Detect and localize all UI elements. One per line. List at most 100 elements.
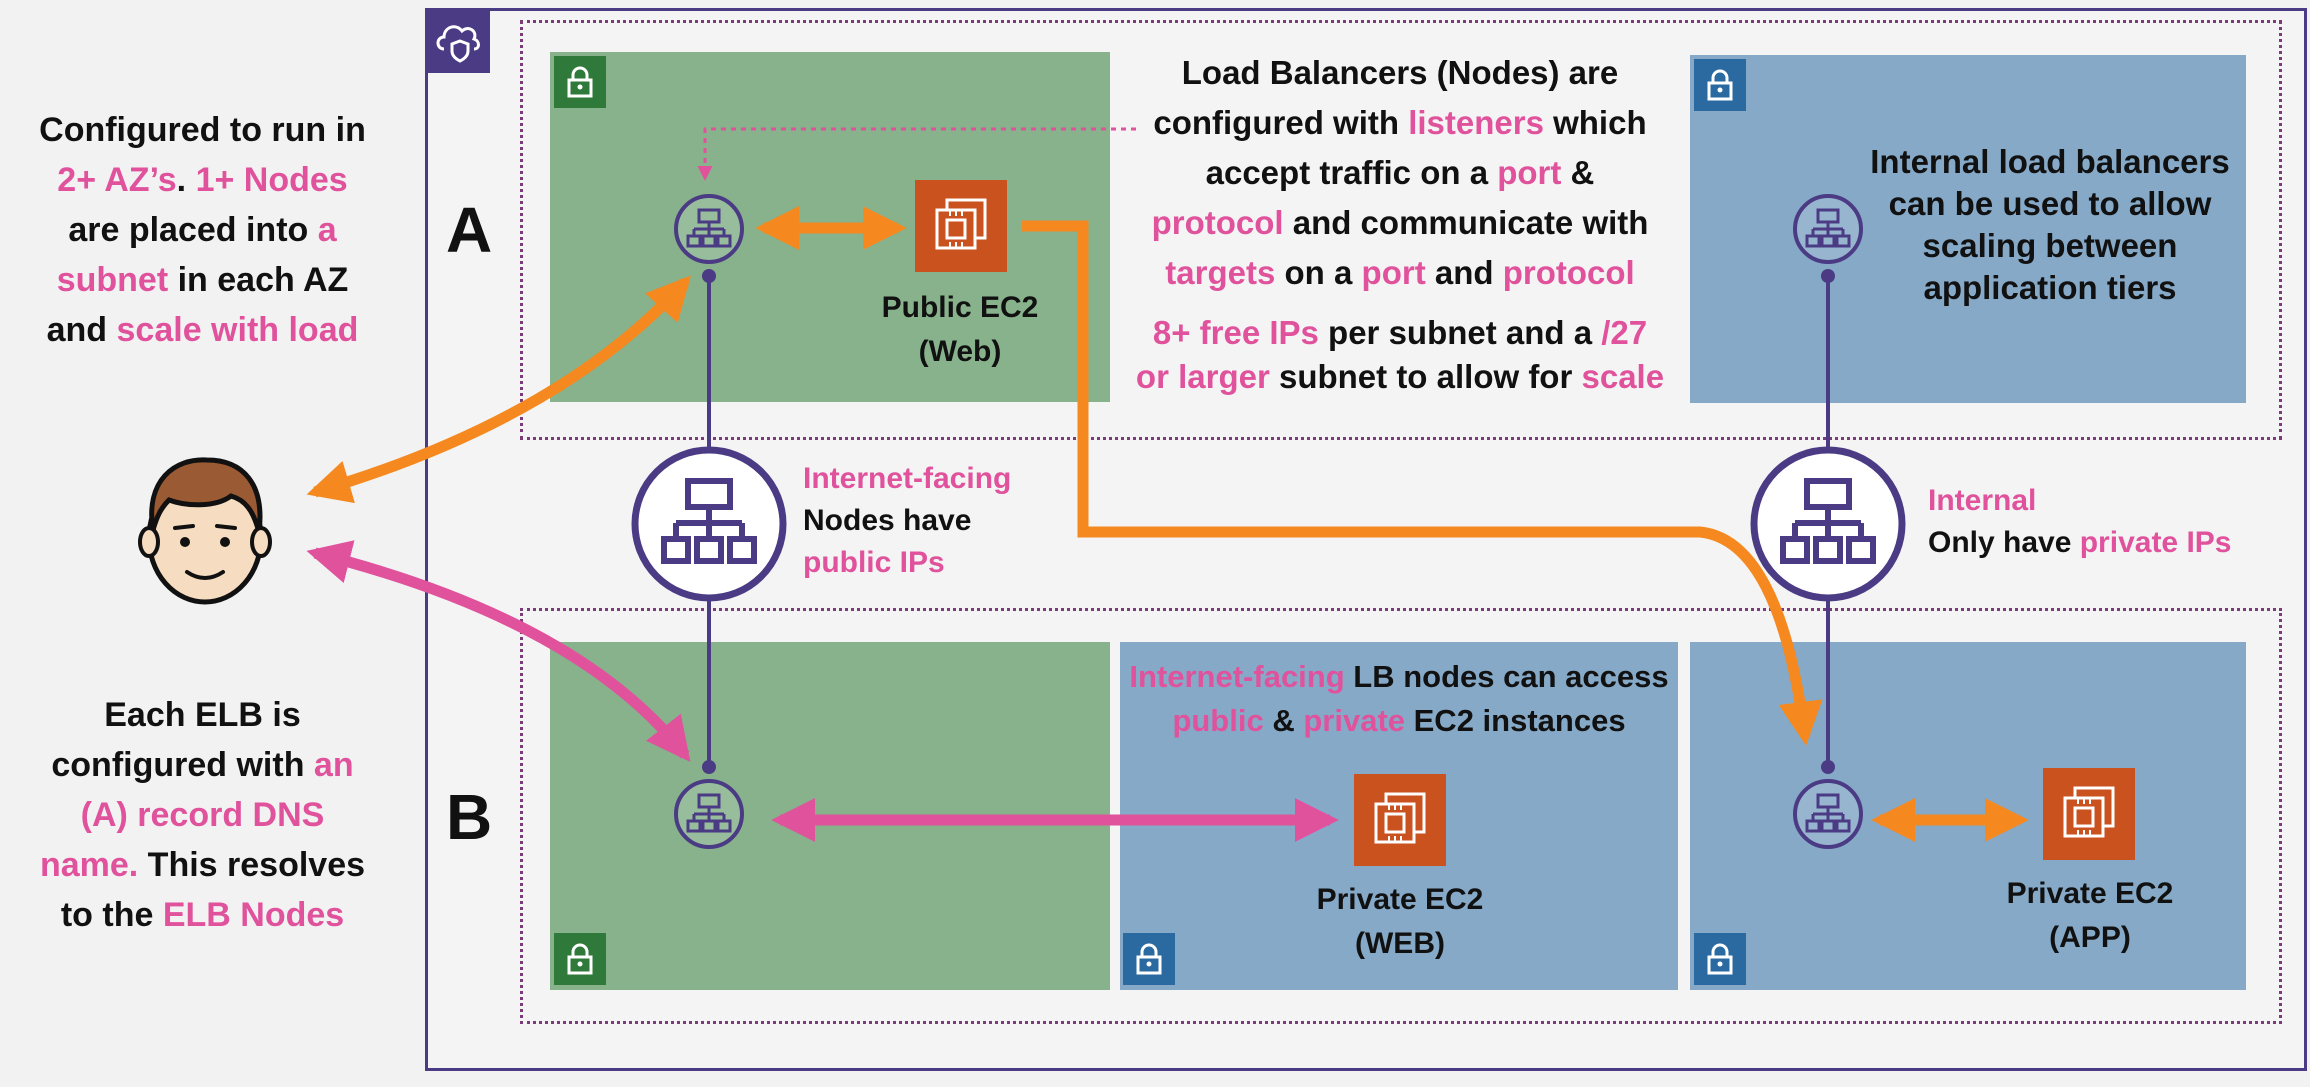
highlighted-text: a	[317, 211, 337, 249]
text-segment: configured with	[51, 746, 314, 784]
az-a-label: A	[446, 194, 493, 266]
lb-access-note: Internet-facing LB nodes can access publi…	[1120, 655, 1678, 743]
text-line: Internal load balancers	[1840, 141, 2260, 183]
text-segment: LB nodes can access	[1344, 659, 1669, 694]
text-line: protocol and communicate with	[1110, 198, 1690, 248]
internet-facing-load-balancer	[630, 445, 788, 608]
text-segment: and communicate with	[1283, 204, 1649, 241]
highlighted-text: private	[1303, 703, 1406, 738]
text-line: 2+ AZ’s. 1+ Nodes	[0, 155, 405, 205]
internal-lb-note: Internal load balancers can be used to al…	[1840, 141, 2260, 309]
lock-icon	[1694, 59, 1746, 111]
text-segment: application tiers	[1923, 269, 2177, 306]
text-segment: Internal load balancers	[1870, 143, 2230, 180]
text-line: public IPs	[803, 542, 1011, 584]
highlighted-text: 1+ Nodes	[195, 161, 348, 199]
text-segment: configured with	[1153, 104, 1409, 141]
load-balancer-icon	[674, 194, 744, 264]
text-line: scaling between	[1840, 225, 2260, 267]
load-balancer-node-a-internal	[1791, 192, 1865, 271]
lock-icon	[1123, 933, 1175, 985]
highlighted-text: public IPs	[803, 546, 945, 579]
text-line: Load Balancers (Nodes) are	[1110, 48, 1690, 98]
highlighted-text: port	[1497, 154, 1562, 191]
text-line: Internet-facing	[803, 458, 1011, 500]
text-line: Only have private IPs	[1928, 522, 2231, 564]
text-line: application tiers	[1840, 267, 2260, 309]
text-segment: which	[1543, 104, 1647, 141]
text-line: Internal	[1928, 480, 2231, 522]
text-segment: Configured to run in	[39, 111, 366, 149]
text-segment: This resolves	[138, 846, 366, 884]
load-balancer-icon	[631, 446, 787, 602]
listener-pointer-arrow	[697, 127, 1136, 181]
highlighted-text: name.	[39, 846, 139, 884]
private-ec2-web	[1354, 774, 1446, 866]
text-segment: Each ELB is	[104, 696, 301, 734]
load-balancer-icon	[1793, 779, 1863, 849]
user-to-lb-arrow	[306, 275, 691, 504]
highlighted-text: scale	[1581, 358, 1665, 395]
text-segment: can be used to allow	[1888, 185, 2212, 222]
private-ec2-app	[2043, 768, 2135, 860]
az-scaling-note: Configured to run in 2+ AZ’s. 1+ Nodes are…	[0, 105, 405, 355]
text-line: Each ELB is	[0, 690, 405, 740]
vpc-cloud-shield-icon	[426, 9, 490, 73]
text-segment: &	[1263, 703, 1304, 738]
text-segment: &	[1561, 154, 1595, 191]
load-balancer-node-a-public	[672, 192, 746, 271]
highlighted-text: Internet-facing	[1129, 659, 1345, 694]
highlighted-text: Internal	[1928, 484, 2037, 517]
ec2-instance-icon	[2063, 786, 2115, 838]
highlighted-text: or larger	[1135, 358, 1270, 395]
highlighted-text: port	[1361, 254, 1426, 291]
text-line: accept traffic on a port &	[1110, 148, 1690, 198]
private-subnet-a	[1690, 55, 2246, 403]
text-line: name. This resolves	[0, 840, 405, 890]
text-line: or larger subnet to allow for scale	[1110, 355, 1690, 399]
lock-icon	[554, 56, 606, 108]
text-line: configured with listeners which	[1110, 98, 1690, 148]
highlighted-text: (A) record DNS	[80, 796, 325, 834]
text-segment: EC2 instances	[1405, 703, 1626, 738]
highlighted-text: protocol	[1151, 204, 1284, 241]
lock-icon	[554, 933, 606, 985]
az-b-label: B	[446, 781, 493, 853]
text-line: (A) record DNS	[0, 790, 405, 840]
public-ec2-web	[915, 180, 1007, 272]
text-segment: accept traffic on a	[1205, 154, 1498, 191]
highlighted-text: /27	[1601, 314, 1648, 351]
lock-icon	[1694, 933, 1746, 985]
private-ec2-web-label: Private EC2(WEB)	[1316, 883, 1484, 960]
highlighted-text: Internet-facing	[803, 462, 1012, 495]
private-ec2-app-label: Private EC2(APP)	[2006, 877, 2174, 954]
load-balancer-node-b-public	[672, 777, 746, 856]
text-line: 8+ free IPs per subnet and a /27	[1110, 311, 1690, 355]
text-line: targets on a port and protocol	[1110, 248, 1690, 298]
text-segment: Only have	[1928, 526, 2080, 559]
load-balancer-icon	[674, 779, 744, 849]
highlighted-text: private IPs	[2079, 526, 2232, 559]
text-segment: scaling between	[1922, 227, 2178, 264]
public-ec2-to-internal-lb-arrow	[1022, 220, 1823, 746]
text-segment: per subnet and a	[1318, 314, 1602, 351]
text-segment: on a	[1275, 254, 1362, 291]
highlighted-text: listeners	[1408, 104, 1544, 141]
text-line: Nodes have	[803, 500, 1011, 542]
text-segment: are placed into	[68, 211, 318, 249]
highlighted-text: subnet	[56, 261, 169, 299]
ec2-instance-icon	[1374, 792, 1426, 844]
load-balancer-node-b-internal	[1791, 777, 1865, 856]
highlighted-text: targets	[1165, 254, 1276, 291]
az-a-box	[520, 20, 2282, 440]
highlighted-text: public	[1172, 703, 1264, 738]
public-ec2-label: Public EC2(Web)	[881, 291, 1039, 368]
text-segment: to the	[60, 896, 163, 934]
user-to-node-b-arrow	[306, 540, 691, 762]
